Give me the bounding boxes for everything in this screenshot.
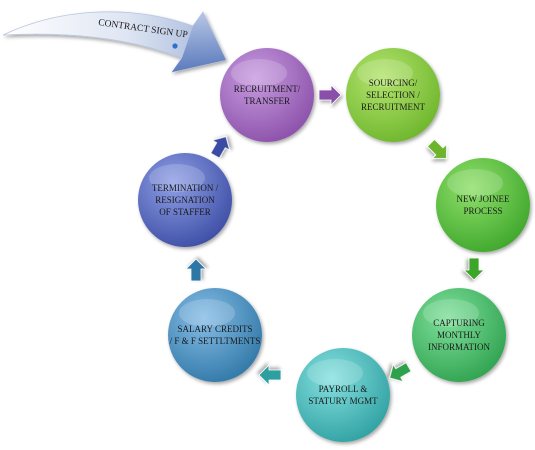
step-label-line: INFORMATION [428,342,491,352]
step-label-line: NEW JOINEE [456,194,510,204]
step-termination: TERMINATION / RESIGNATION OF STAFFER [138,153,232,247]
step-capturing: CAPTURING MONTHLY INFORMATION [412,288,506,382]
step-circle-termination [138,153,232,247]
step-label-line: PROCESS [463,206,502,216]
step-highlight [423,299,479,327]
arrow-icon [185,258,207,282]
step-highlight [447,169,503,197]
connector-arrows [185,84,485,386]
step-label-line: TRANSFER [244,96,290,106]
step-highlight [307,359,363,387]
step-label-line: CAPTURING [433,318,485,328]
arrow-icon [463,257,485,281]
step-label-line: PAYROLL & [319,384,368,394]
step-circle-recruitment [220,48,314,142]
step-label-line: / F & F SETTLTMENTS [170,336,261,346]
step-label-line: SELECTION / [366,90,420,100]
banner-dot [172,43,178,49]
step-circle-new-joinee [436,158,530,252]
step-label-line: MONTHLY [437,330,482,340]
step-label-line: STATURY MGMT [308,396,378,406]
step-circle-sourcing [346,48,440,142]
step-label-line: SALARY CREDITS [178,324,253,334]
arrow-icon [426,138,447,159]
arrow-icon [389,362,412,383]
step-payroll: PAYROLL & STATURY MGMT [296,348,390,442]
step-circle-payroll [296,348,390,442]
step-circles: RECRUITMENT/TRANSFER SOURCING/SELECTION /… [138,48,530,442]
arrow-icon [210,136,231,159]
step-recruitment: RECRUITMENT/TRANSFER [220,48,314,142]
step-highlight [149,164,205,192]
arrow-icon [318,84,342,106]
step-highlight [357,59,413,87]
step-label-line: RESIGNATION [155,195,215,205]
step-label-line: TERMINATION / [152,183,219,193]
step-sourcing: SOURCING/SELECTION / RECRUITMENT [346,48,440,142]
step-label-line: OF STAFFER [159,207,211,217]
step-highlight [179,299,235,327]
step-circle-capturing [412,288,506,382]
step-highlight [231,59,287,87]
step-label-line: RECRUITMENT/ [234,84,301,94]
step-new-joinee: NEW JOINEE PROCESS [436,158,530,252]
step-salary: SALARY CREDITS / F & F SETTLTMENTS [168,288,262,382]
contract-sign-up-banner: CONTRACT SIGN UP [2,11,227,73]
step-circle-salary [168,288,262,382]
banner-arrow-head [172,12,226,72]
step-label-line: SOURCING/ [369,78,418,88]
step-label-line: RECRUITMENT [361,102,426,112]
arrow-icon [258,364,282,386]
